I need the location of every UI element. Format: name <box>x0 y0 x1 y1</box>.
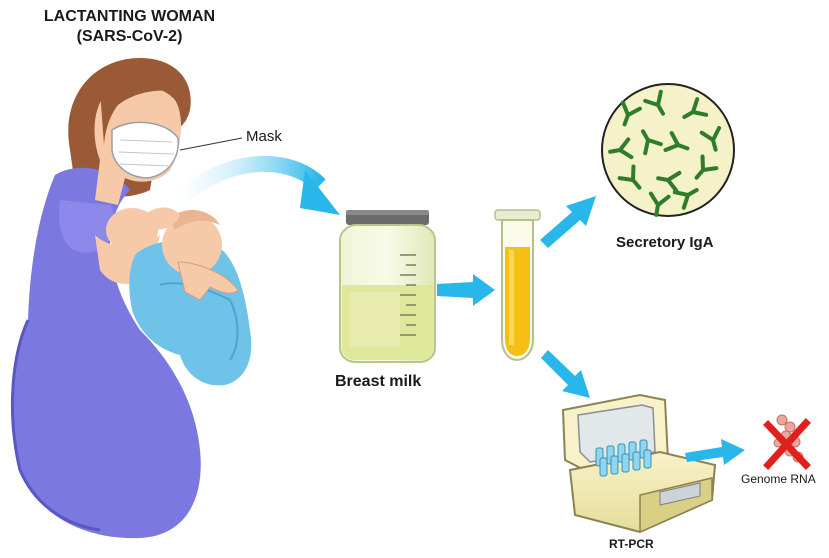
breast-milk-label: Breast milk <box>335 373 422 390</box>
machine-display <box>659 482 701 506</box>
baby-head <box>162 215 222 275</box>
secretory-iga-circle <box>601 83 735 217</box>
rtpcr-machine <box>561 393 717 534</box>
arrow-to-rtpcr <box>541 350 590 398</box>
rt-pcr-label: RT-PCR <box>609 537 654 551</box>
antibody-molecules <box>608 89 722 217</box>
measuring-marks <box>400 254 416 336</box>
pcr-tubes <box>595 439 652 477</box>
curved-arrow <box>169 156 326 211</box>
figure-title-line2: (SARS-CoV-2) <box>76 28 183 45</box>
dress <box>12 167 201 539</box>
tube-liquid <box>505 247 530 356</box>
arrow-to-rna <box>685 439 745 465</box>
arrow-to-tube <box>437 274 495 306</box>
genome-rna-label: Genome RNA <box>741 472 816 486</box>
figure-title-line1: LACTANTING WOMAN <box>43 8 216 25</box>
breast-milk-jar <box>339 210 436 363</box>
curved-arrow-head <box>300 170 340 215</box>
arrow-to-iga <box>540 196 596 248</box>
baby-figure <box>129 207 252 386</box>
cross-mark-icon <box>763 418 811 470</box>
test-tube <box>494 209 541 362</box>
mask-label: Mask <box>246 128 282 145</box>
lactating-woman-figure <box>10 58 243 539</box>
secretory-iga-label: Secretory IgA <box>616 234 714 251</box>
